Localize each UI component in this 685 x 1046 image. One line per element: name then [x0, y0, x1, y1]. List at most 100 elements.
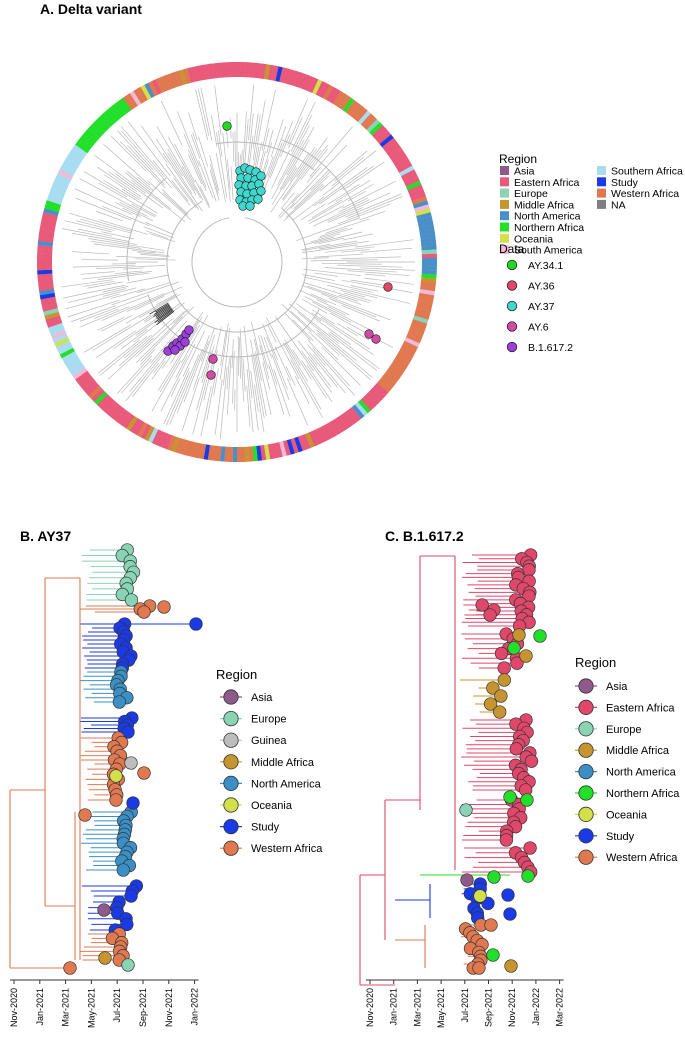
ring-segment [420, 236, 436, 243]
ring-segment [336, 93, 348, 108]
tree-tip [243, 325, 253, 399]
tree-tip [318, 240, 369, 250]
tree-tip [162, 153, 203, 212]
ring-segment [301, 74, 311, 91]
ring-segment [404, 337, 420, 348]
tree-tip [285, 183, 324, 218]
ring-segment [329, 420, 341, 436]
ring-segment [49, 326, 65, 336]
tree-tip [209, 155, 220, 192]
tree-tip [227, 355, 232, 415]
tick-label: Jan-2022 [531, 988, 541, 1026]
tree-tip [137, 176, 154, 191]
ring-segment [393, 357, 409, 370]
tree-tip-point [486, 681, 500, 695]
ring-segment [371, 385, 386, 400]
tick-label: Mar-2022 [555, 988, 565, 1027]
ring-segment [363, 116, 378, 130]
tree-tip [304, 296, 374, 332]
tree-tip [300, 243, 331, 251]
ring-segment [252, 62, 259, 79]
legend-marker [578, 699, 594, 716]
ring-segment [381, 137, 397, 151]
ring-segment [42, 212, 58, 220]
ring-segment [137, 86, 149, 102]
legend-label: Asia [251, 692, 273, 704]
tree-tip [300, 144, 329, 180]
tree-tip-point [78, 808, 92, 822]
tree-tip [117, 130, 154, 170]
tree-tip [135, 303, 181, 336]
tree-tip [254, 353, 267, 417]
tree-tip [182, 330, 205, 377]
ring-segment [119, 411, 132, 427]
tree-tip [135, 258, 176, 261]
ring-segment [421, 265, 437, 271]
panel-b-tree [9, 543, 203, 975]
ring-segment [342, 411, 355, 427]
ring-segment [199, 64, 207, 81]
tree-tip-point [473, 889, 487, 903]
ring-segment [37, 261, 53, 267]
tree-tip [321, 262, 382, 265]
ring-segment [416, 212, 432, 220]
ring-segment [308, 77, 319, 94]
tree-tip [342, 161, 385, 191]
tree-tip [294, 376, 310, 404]
ring-segment [379, 134, 394, 148]
ring-segment [414, 311, 430, 320]
tree-tip [231, 339, 234, 369]
tree-tip [316, 329, 373, 378]
ring-segment [187, 441, 195, 457]
tree-tip [324, 267, 397, 273]
tick-label: Nov-2021 [164, 988, 174, 1027]
tree-tip [239, 337, 242, 379]
tree-tip [301, 360, 327, 399]
ring-segment [91, 388, 105, 402]
tree-tip [157, 308, 173, 320]
legend-swatch [597, 188, 606, 198]
legend-marker [223, 754, 239, 770]
ring-segment [248, 62, 254, 78]
tree-tip [192, 132, 217, 202]
ring-segment [88, 124, 103, 139]
legend-label: Middle Africa [251, 757, 315, 769]
ring-segment [75, 140, 90, 154]
ring-segment [203, 444, 210, 460]
ring-segment [103, 110, 117, 125]
ring-segment [315, 81, 327, 97]
ring-segment [106, 401, 120, 417]
ring-segment [312, 429, 323, 445]
ring-segment [207, 444, 214, 461]
tree-tip [149, 302, 169, 315]
ring-segment [183, 440, 191, 456]
ring-segment [275, 66, 283, 82]
tree-tip [98, 182, 157, 217]
tree-tip [96, 211, 123, 222]
ring-segment [397, 351, 413, 363]
tree-tip [287, 98, 309, 146]
ring-segment [360, 113, 375, 128]
ring-segment [61, 161, 77, 173]
ring-segment [271, 442, 279, 459]
ring-segment [195, 442, 203, 459]
tree-tip-point [503, 790, 517, 804]
ring-segment [232, 446, 237, 462]
tree-tip [232, 132, 235, 162]
ring-segment [41, 300, 57, 308]
legend-label: AY.37 [528, 301, 555, 313]
tree-tip-point [522, 563, 536, 577]
tree-tip [75, 197, 132, 221]
tree-tip [270, 119, 284, 157]
ring-segment [308, 431, 319, 447]
panel-a-region-legend-title: Region [499, 152, 537, 166]
tree-tip [297, 312, 357, 362]
ring-segment [116, 100, 129, 115]
legend-label: AY.36 [528, 281, 555, 293]
legend-label: North America [251, 778, 322, 790]
tree-tip [190, 134, 201, 159]
ring-segment [46, 319, 63, 328]
tree-tip [327, 306, 347, 316]
tree-tip [116, 355, 153, 394]
